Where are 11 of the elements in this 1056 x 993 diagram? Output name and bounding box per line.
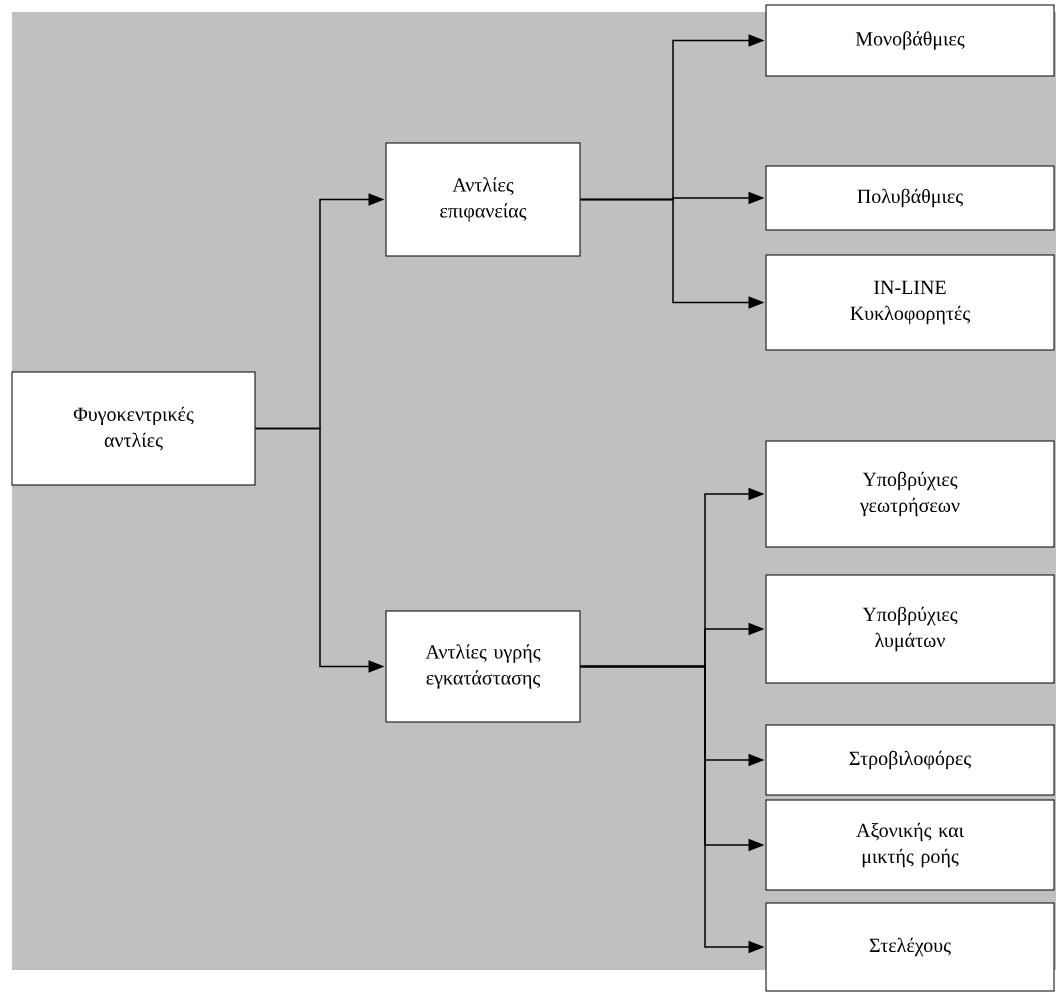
category-box: Αντλίες υγρής εγκατάστασης [385,610,581,723]
category-box: Αντλίες επιφανείας [385,142,581,257]
category-box: IN-LINE Κυκλοφορητές [765,254,1055,351]
category-box: Πολυβάθμιες [765,165,1055,231]
category-box: Υποβρύχιες λυμάτων [765,574,1055,684]
category-box: Φυγοκεντρικές αντλίες [11,371,256,486]
category-box: Στελέχους [765,902,1055,992]
category-box: Μονοβάθμιες [765,4,1055,77]
category-box: Αξονικής και μικτής ροής [765,799,1055,891]
category-box: Υποβρύχιες γεωτρήσεων [765,440,1055,548]
category-box: Στροβιλοφόρες [765,724,1055,796]
